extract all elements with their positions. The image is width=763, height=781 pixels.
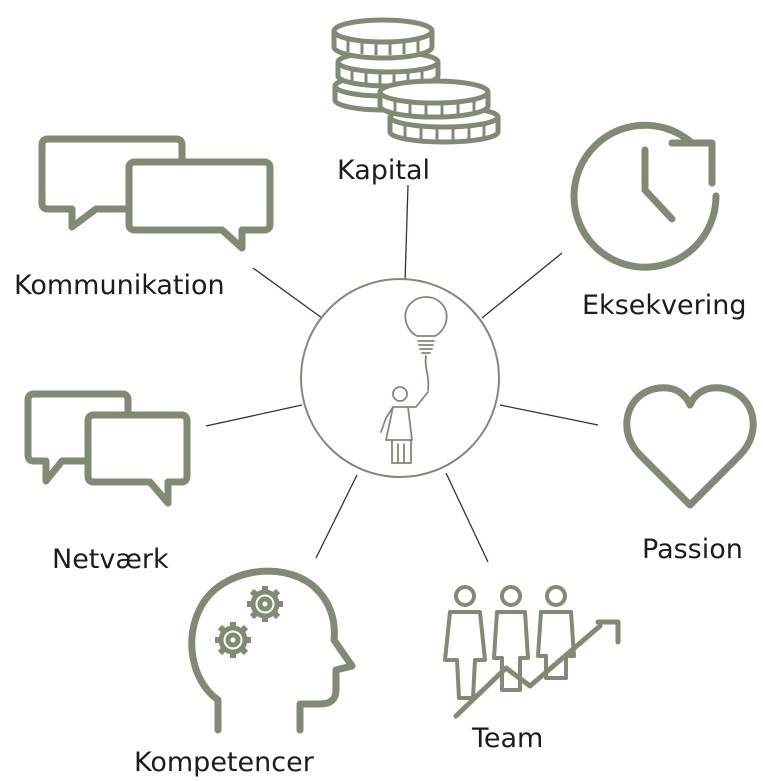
chat-bubbles-icon: [38, 135, 274, 252]
label-team: Team: [472, 723, 544, 754]
connector-passion: [499, 404, 599, 426]
connector-lines: [205, 184, 599, 563]
label-eksekvering: Eksekvering: [582, 290, 747, 321]
center-circle: [300, 278, 500, 478]
child-holding-lightbulb-balloon-icon: [380, 296, 448, 464]
stacked-coins-icon: [331, 17, 501, 145]
gear-teeth: [215, 586, 283, 658]
coin-ridges: [346, 38, 486, 140]
heart-icon: [623, 384, 757, 509]
team-growth-arrow-icon: [443, 585, 621, 719]
label-netvaerk: Netværk: [52, 544, 169, 575]
connector-kommunikation: [252, 267, 323, 319]
label-kapital: Kapital: [337, 155, 431, 186]
label-passion: Passion: [642, 534, 743, 565]
connector-eksekvering: [481, 252, 563, 319]
connector-kompetencer: [315, 474, 358, 559]
label-kommunikation: Kommunikation: [14, 270, 225, 301]
speech-bubbles-icon: [24, 390, 191, 507]
label-kompetencer: Kompetencer: [134, 747, 314, 778]
clock-refresh-icon: [570, 121, 720, 271]
head-gears-icon: [188, 567, 356, 734]
connector-team: [445, 472, 489, 563]
gear-icon: [218, 589, 280, 655]
connector-netvaerk: [205, 404, 303, 427]
connector-kapital: [404, 184, 409, 283]
